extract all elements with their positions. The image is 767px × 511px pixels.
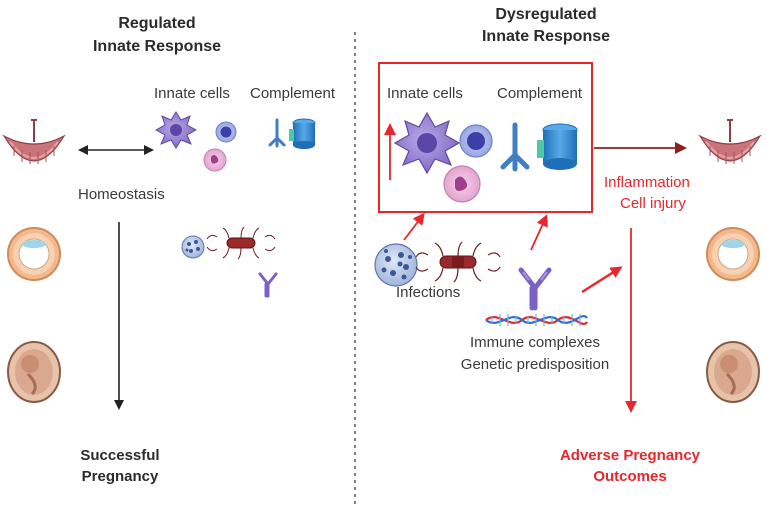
- infections-label: Infections: [396, 284, 461, 301]
- complement-mac-icon-left: [289, 118, 316, 149]
- dysregulated-cells-box: [378, 62, 593, 213]
- monocyte-icon-right: [459, 124, 493, 158]
- neutrophil-icon-left: [203, 148, 227, 172]
- left-outcome-line1: Successful: [80, 447, 160, 464]
- left-title-line1: Regulated: [118, 15, 196, 32]
- right-title-line2: Innate Response: [481, 28, 611, 45]
- bacterium-icon-right: [415, 241, 501, 283]
- infection-to-box-arrow: [403, 212, 425, 241]
- embryo-icon-left: [7, 227, 61, 281]
- neutrophil-icon-right: [443, 165, 481, 203]
- right-complement-label: Complement: [497, 85, 583, 102]
- complement-c3-icon-right: [500, 122, 530, 172]
- antibody-icon-left: [258, 272, 278, 298]
- homeostasis-label: Homeostasis: [78, 186, 165, 203]
- right-innate-cells-label: Innate cells: [387, 85, 463, 102]
- left-innate-cells-label: Innate cells: [154, 85, 230, 102]
- monocyte-icon-left: [215, 121, 237, 143]
- antibody-icon-right: [518, 267, 552, 311]
- macrophage-icon-left: [154, 111, 198, 149]
- bacterium-icon-left: [206, 226, 276, 260]
- complement-mac-icon-right: [537, 123, 578, 170]
- virus-icon-left: [181, 235, 205, 259]
- complement-c3-icon-left: [268, 118, 286, 148]
- right-title-line1: Dysregulated: [495, 6, 597, 23]
- placenta-icon-right: [698, 119, 762, 164]
- dna-helix-icon: [485, 314, 588, 326]
- placenta-icon-left: [2, 119, 66, 164]
- left-outcome-line2: Pregnancy: [81, 468, 159, 485]
- left-complement-label: Complement: [250, 85, 336, 102]
- genetic-to-outcome-arrow: [581, 266, 623, 294]
- cell-injury-label: Cell injury: [620, 195, 686, 212]
- genetic-predisposition-label: Genetic predisposition: [460, 356, 610, 373]
- inflammation-label: Inflammation: [604, 174, 690, 191]
- right-outcome-line2: Outcomes: [593, 468, 667, 485]
- virus-icon-right: [374, 243, 418, 287]
- left-title-line2: Innate Response: [92, 38, 222, 55]
- fetus-icon-left: [7, 341, 61, 403]
- right-outcome-line1: Adverse Pregnancy: [559, 447, 701, 464]
- embryo-icon-right: [706, 227, 760, 281]
- macrophage-icon-right: [393, 111, 461, 175]
- immune-complexes-label: Immune complexes: [469, 334, 601, 351]
- fetus-icon-right: [706, 341, 760, 403]
- antibody-to-box-arrow: [530, 214, 548, 251]
